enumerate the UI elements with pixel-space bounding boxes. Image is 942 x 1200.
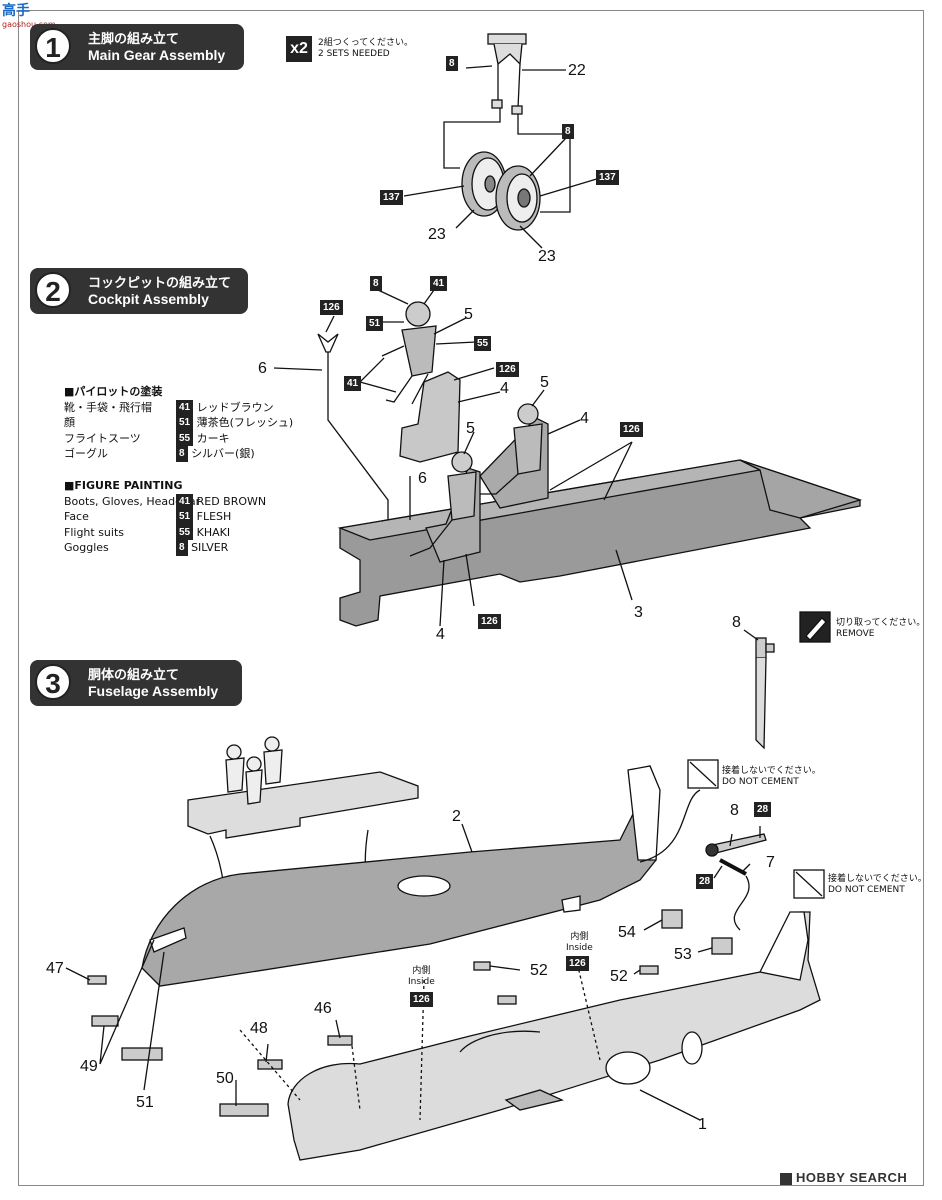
control-stick-part [317, 333, 339, 392]
hobby-search-watermark: HOBBY SEARCH [780, 1170, 907, 1185]
part-52b [497, 995, 517, 1005]
color-code-tag: 126 [478, 614, 501, 629]
hobby-search-logo-icon [780, 1172, 792, 1185]
step-title-jp: 主脚の組み立て [88, 32, 180, 47]
step-title-en: Main Gear Assembly [88, 47, 226, 63]
step-title-en: Fuselage Assembly [88, 683, 219, 699]
part-label: 53 [674, 946, 692, 963]
part-label: 3 [634, 604, 643, 621]
sets-multiplier-badge: x2 [286, 36, 312, 62]
color-code-tag: 126 [496, 362, 519, 377]
step-number: 3 [35, 664, 71, 700]
part-50 [219, 1103, 269, 1117]
part-label: 52 [530, 962, 548, 979]
step-3-header: 3 胴体の組み立て Fuselage Assembly [30, 660, 242, 706]
step-title-jp: 胴体の組み立て [88, 668, 180, 683]
pilot-figure-middle [480, 403, 543, 495]
part-label: 4 [500, 380, 509, 397]
color-code-tag: 28 [754, 802, 772, 817]
part-53 [711, 937, 733, 955]
part-label: 7 [766, 854, 775, 871]
step-2-header: 2 コックピットの組み立て Cockpit Assembly [30, 268, 248, 314]
sets-note: 2組つくってください。2 SETS NEEDED [318, 38, 414, 59]
part-label: 6 [258, 360, 267, 377]
step-1-header: 1 主脚の組み立て Main Gear Assembly [30, 24, 244, 70]
part-52a [473, 961, 491, 971]
remove-note: 切り取ってください。REMOVE [836, 618, 926, 639]
color-code-tag: 55 [474, 336, 492, 351]
color-code-tag: 8 [562, 124, 574, 139]
part-47 [87, 975, 107, 985]
color-code-tag: 41 [430, 276, 448, 291]
step-number: 1 [35, 28, 71, 64]
part-label: 6 [418, 470, 427, 487]
color-code-tag: 126 [566, 956, 589, 971]
part-54 [661, 909, 683, 929]
color-code-tag: 51 [366, 316, 384, 331]
part-label: 49 [80, 1058, 98, 1075]
part-label: 54 [618, 924, 636, 941]
part-52c [639, 965, 659, 975]
part-label: 51 [136, 1094, 154, 1111]
no-cement-note: 接着しないでください。DO NOT CEMENT [722, 766, 821, 787]
part-label: 8 [732, 614, 741, 631]
pilot-figure-front [409, 451, 477, 557]
part-label: 48 [250, 1020, 268, 1037]
part-label: 23 [538, 248, 556, 265]
color-code-tag: 8 [370, 276, 382, 291]
color-code-tag: 126 [620, 422, 643, 437]
cockpit-subassembly [187, 736, 419, 839]
color-code-tag: 8 [446, 56, 458, 71]
part-label: 2 [452, 808, 461, 825]
part-48 [257, 1059, 283, 1070]
part-label: 47 [46, 960, 64, 977]
step-title-en: Cockpit Assembly [88, 291, 209, 307]
part-label: 22 [568, 62, 586, 79]
part-label: 52 [610, 968, 628, 985]
part-label: 46 [314, 1000, 332, 1017]
part-label: 1 [698, 1116, 707, 1133]
color-code-tag: 41 [344, 376, 362, 391]
part-label: 4 [436, 626, 445, 643]
fuselage-left-half [141, 765, 661, 987]
part-8-rod [755, 637, 775, 750]
color-code-tag: 126 [320, 300, 343, 315]
remove-icon [799, 611, 831, 643]
painting-guide-en: ■FIGURE PAINTING Boots, Gloves, Headgear… [64, 479, 267, 556]
part-label: 50 [216, 1070, 234, 1087]
color-code-tag: 126 [410, 992, 433, 1007]
part-7-8-assembly [705, 833, 767, 876]
seat-rear-empty [399, 371, 461, 463]
pilot-figure-exploded [381, 301, 437, 405]
part-49 [91, 1015, 119, 1027]
part-label: 5 [540, 374, 549, 391]
part-label: 4 [580, 410, 589, 427]
part-label: 8 [730, 802, 739, 819]
fuselage-right-half [287, 911, 821, 1161]
step-title-jp: コックピットの組み立て [88, 276, 232, 291]
main-gear-leg [487, 33, 527, 115]
part-label: 5 [464, 306, 473, 323]
wheel-right [495, 165, 541, 231]
page-frame [18, 10, 924, 1186]
color-code-tag: 28 [696, 874, 714, 889]
step-number: 2 [35, 272, 71, 308]
part-51 [121, 1047, 163, 1061]
no-cement-note: 接着しないでください。DO NOT CEMENT [828, 874, 927, 895]
color-code-tag: 137 [380, 190, 403, 205]
cockpit-floor [337, 459, 863, 627]
color-code-tag: 137 [596, 170, 619, 185]
part-label: 23 [428, 226, 446, 243]
part-label: 5 [466, 420, 475, 437]
watermark-top: 高手 gaoshou.com [2, 3, 56, 29]
